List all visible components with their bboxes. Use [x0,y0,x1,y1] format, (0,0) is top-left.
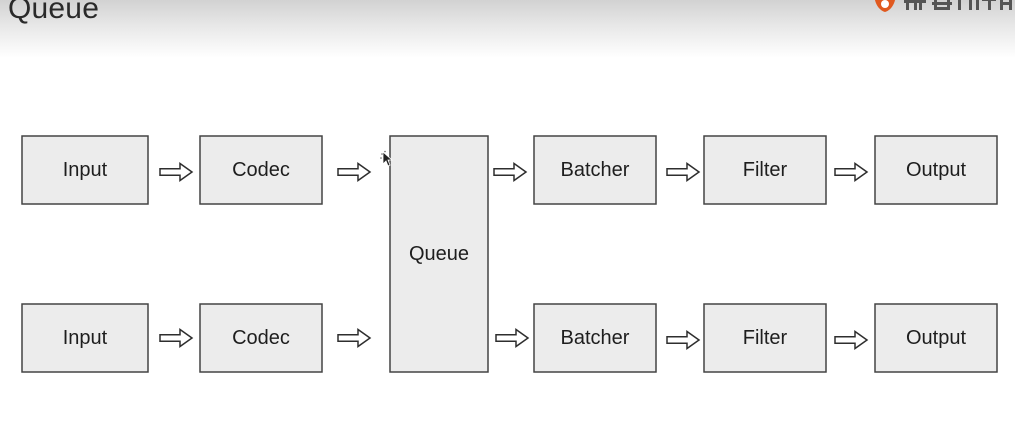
output-box [874,303,998,373]
hollow-right-arrow-icon [666,162,700,182]
codec-label: Codec [232,327,290,349]
queue-label: Queue [409,243,469,265]
filter-label: Filter [743,327,788,349]
filter-box [703,303,827,373]
title-bar: Queue [0,0,1015,58]
brand-flame-icon [875,0,895,12]
hollow-right-arrow-icon [495,328,529,348]
input-label: Input [63,327,108,349]
output-label: Output [906,327,966,349]
codec-label: Codec [232,159,290,181]
hollow-right-arrow-icon [834,330,868,350]
batcher-box [533,303,657,373]
queue-node: Queue [389,135,489,373]
filter-label: Filter [743,159,788,181]
hollow-right-arrow-icon [493,162,527,182]
codec-box [199,135,323,205]
batcher-label: Batcher [561,159,630,181]
hollow-right-arrow-icon [159,328,193,348]
hollow-right-arrow-icon [159,162,193,182]
hollow-right-arrow-icon [666,330,700,350]
filter-box [703,135,827,205]
mouse-pointer-icon [380,150,394,167]
output-box [874,135,998,205]
codec-box [199,303,323,373]
batcher-label: Batcher [561,327,630,349]
pipeline-row-1: Input Codec Batcher Filter Output [21,135,998,205]
batcher-box [533,135,657,205]
pipeline-row-2: Input Codec Batcher Filter Output [21,303,998,373]
brand-logo [868,0,1015,16]
output-label: Output [906,159,966,181]
input-box [21,303,149,373]
slide-title: Queue [8,0,100,25]
input-label: Input [63,159,108,181]
brand-wordmark-image [904,0,1012,10]
queue-box [389,135,489,373]
hollow-right-arrow-icon [337,162,371,182]
hollow-right-arrow-icon [834,162,868,182]
hollow-right-arrow-icon [337,328,371,348]
input-box [21,135,149,205]
